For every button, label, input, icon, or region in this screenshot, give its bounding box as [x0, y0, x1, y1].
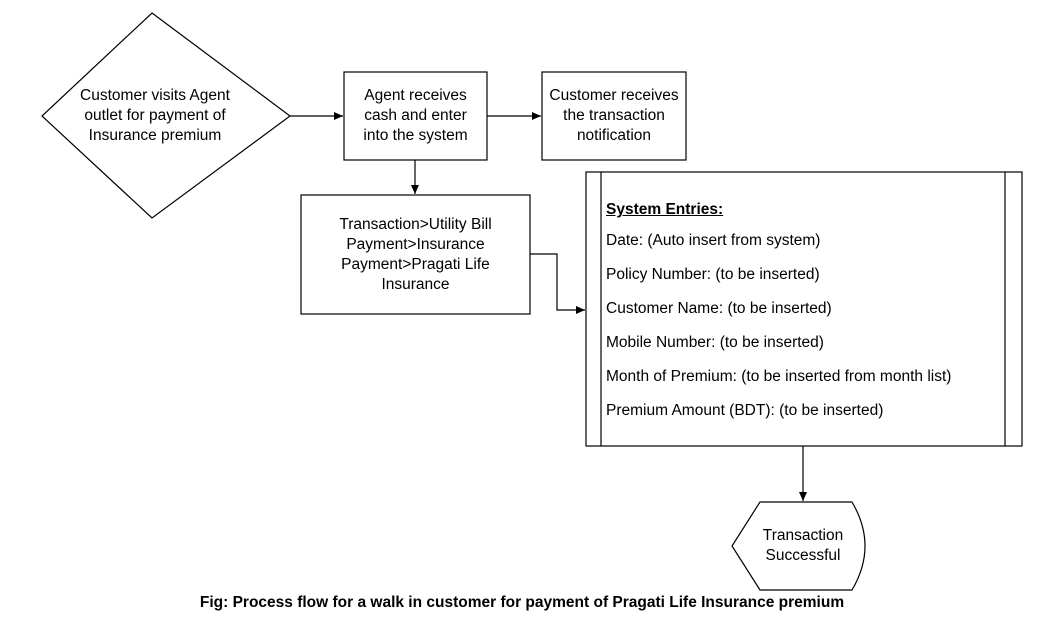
customer-visits-diamond [41, 12, 292, 219]
system-entries-box [585, 171, 1023, 447]
agent-receives-label: Agent receives cash and enter into the s… [363, 87, 468, 144]
system-entries-list: System Entries: Date: (Auto insert from … [606, 196, 1002, 428]
agent-receives-box [343, 71, 488, 161]
arrow-transaction-to-entries [530, 253, 585, 314]
customer-notification-label: Customer receives the transaction notifi… [549, 87, 679, 144]
entry-date: Date: (Auto insert from system) [606, 232, 821, 249]
entry-mobile-number: Mobile Number: (to be inserted) [606, 334, 824, 351]
customer-visits-label: Customer visits Agent outlet for payment… [80, 87, 230, 144]
system-entries-title: System Entries: [606, 201, 724, 218]
transaction-path-label: Transaction>Utility Bill Payment>Insuran… [339, 215, 492, 293]
entry-premium-amount: Premium Amount (BDT): (to be inserted) [606, 402, 884, 419]
transaction-successful-shape [731, 501, 866, 591]
entry-customer-name: Customer Name: (to be inserted) [606, 300, 832, 317]
transaction-successful-label: Transaction Successful [762, 527, 844, 564]
transaction-path-box [300, 194, 531, 315]
figure-caption: Fig: Process flow for a walk in customer… [199, 594, 845, 611]
customer-notification-box [541, 71, 687, 161]
entry-policy-number: Policy Number: (to be inserted) [606, 266, 820, 283]
entry-month-of-premium: Month of Premium: (to be inserted from m… [606, 368, 952, 385]
